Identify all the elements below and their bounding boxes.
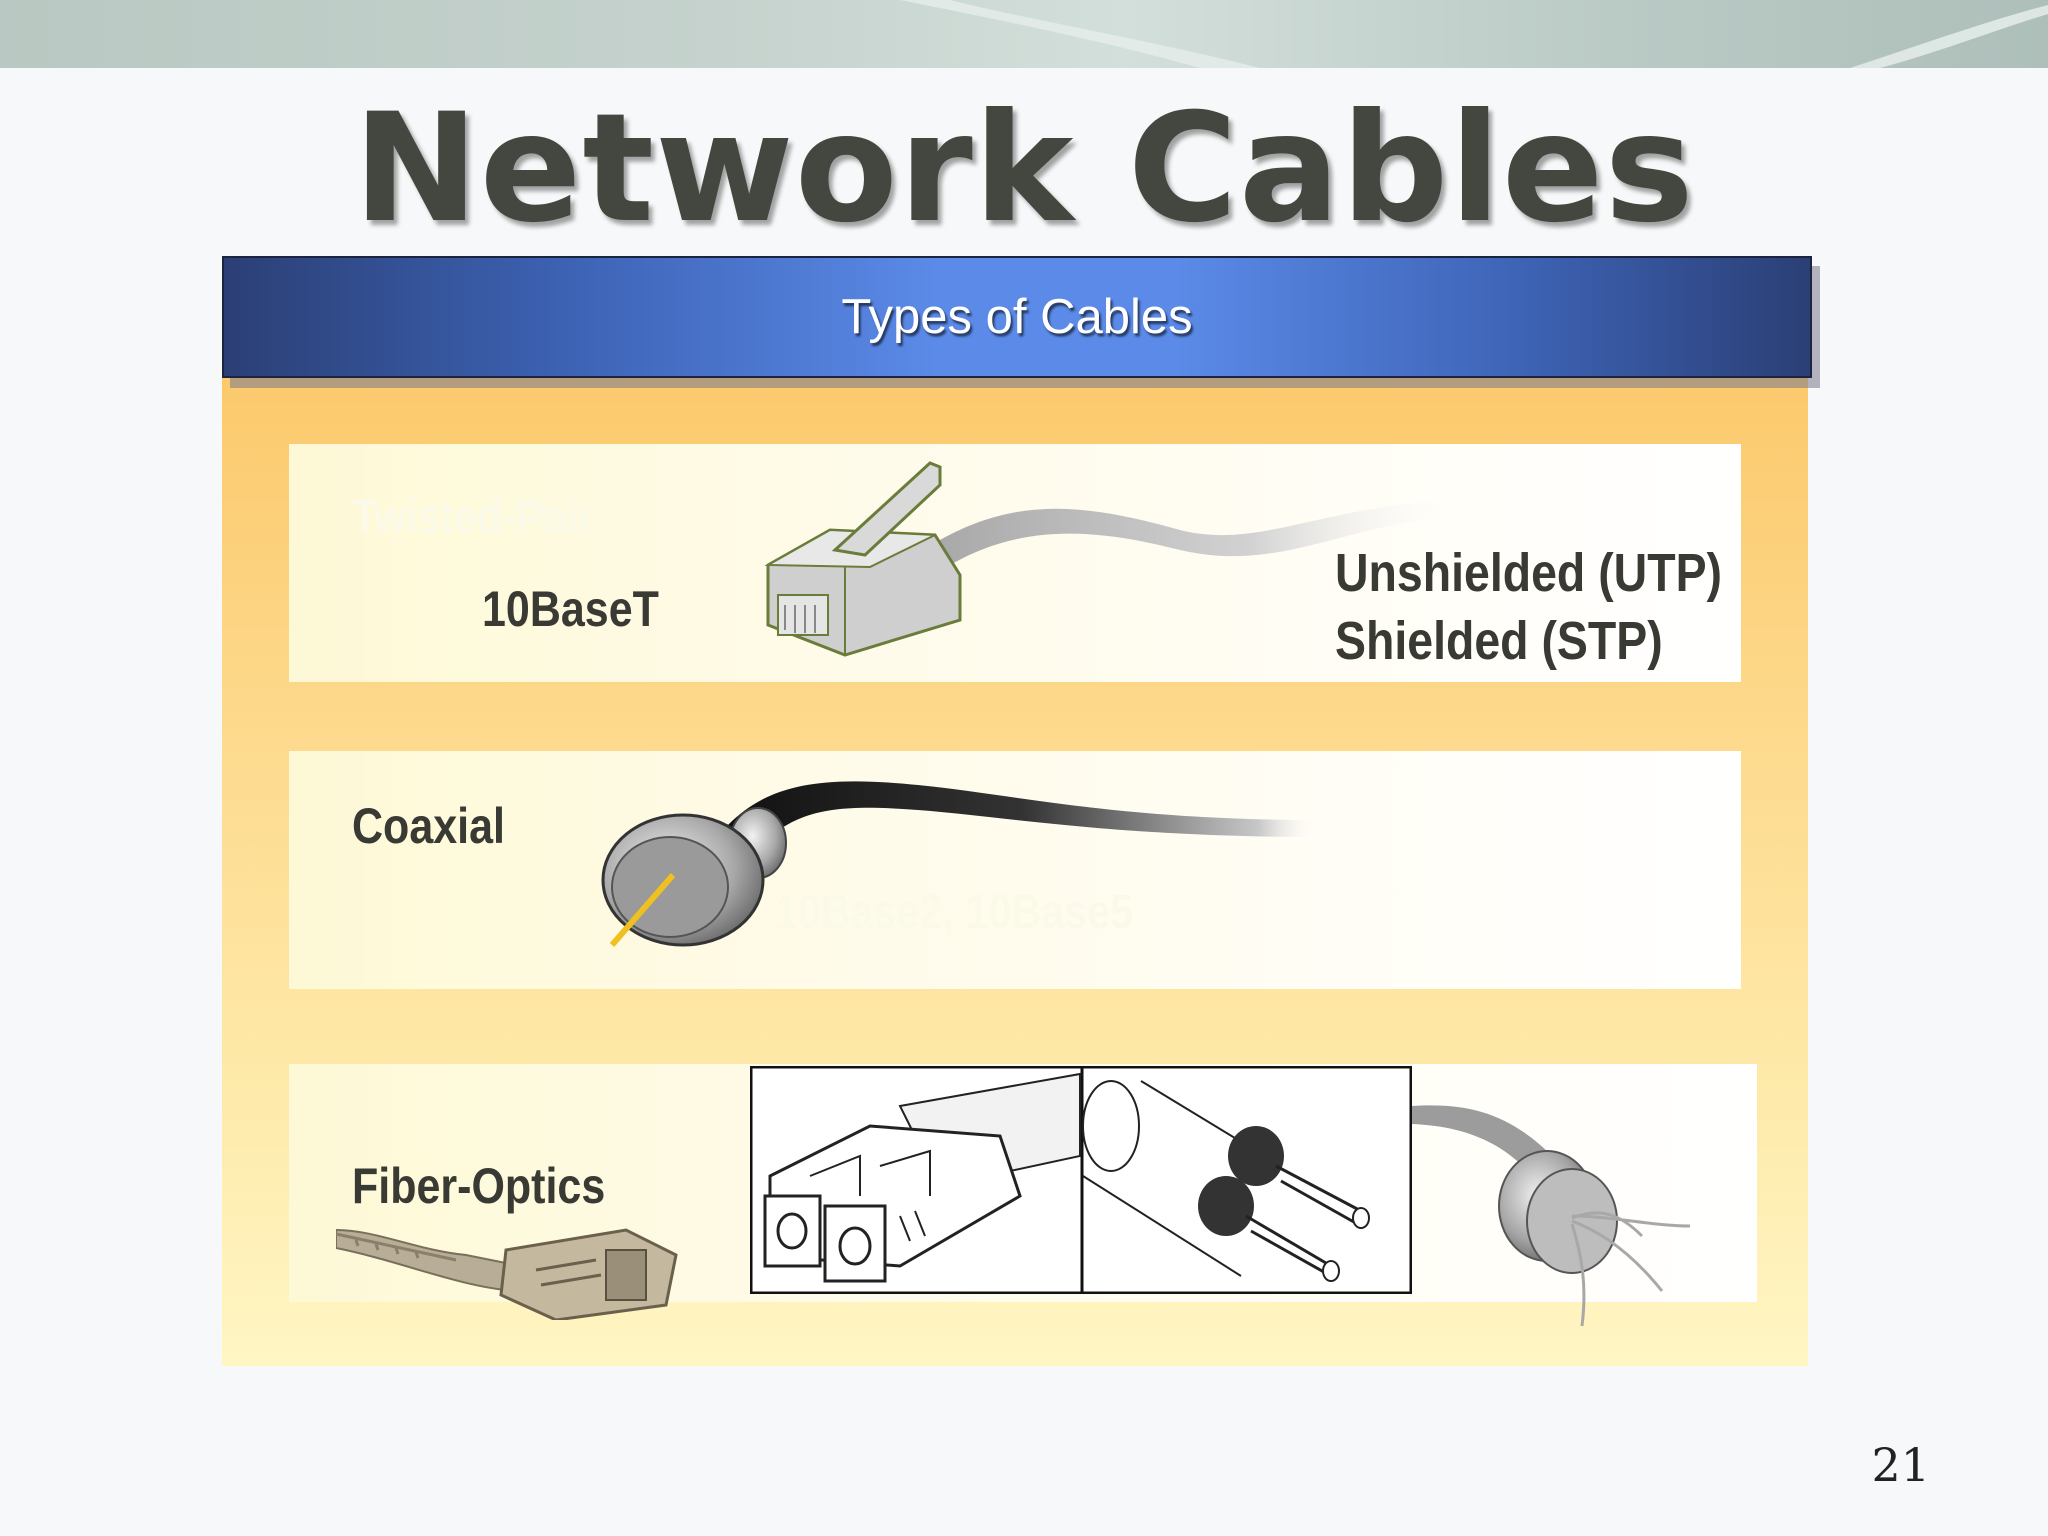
fiber-optics-label: Fiber-Optics	[352, 1158, 606, 1214]
coaxial-label: Coaxial	[352, 798, 505, 854]
section-header-text: Types of Cables	[841, 290, 1193, 344]
swoosh-decoration	[900, 0, 2048, 68]
stp-label: Shielded (STP)	[1335, 611, 1663, 671]
fiber-connector-icon	[336, 1228, 678, 1320]
twisted-pair-label: Twisted-Pair	[352, 491, 595, 544]
coaxial-standard: 10Base2, 10Base5	[775, 886, 1134, 939]
utp-label: Unshielded (UTP)	[1335, 543, 1723, 603]
coax-connector-icon	[601, 781, 1318, 947]
twisted-pair-row	[289, 444, 1741, 682]
coaxial-row	[289, 751, 1741, 989]
st-connector-icon	[1081, 1066, 1412, 1294]
sc-connector-icon	[750, 1066, 1083, 1294]
rj45-connector-icon	[764, 461, 1460, 657]
page-number: 21	[1871, 1438, 1930, 1492]
top-decorative-band	[0, 0, 2048, 68]
twisted-pair-standard: 10BaseT	[482, 581, 659, 637]
section-header-bar: Types of Cables	[222, 256, 1812, 378]
slide-title: Network Cables	[353, 82, 1695, 256]
fiber-strands-icon	[1412, 1105, 1691, 1327]
